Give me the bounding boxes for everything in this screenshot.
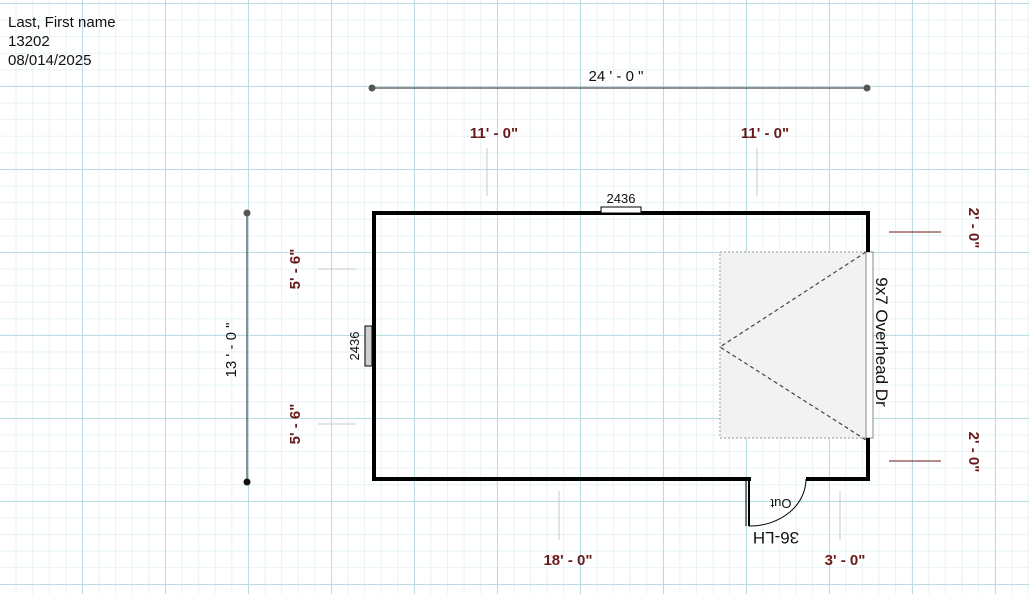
left-lower-segment-label[interactable]: 5' - 6" — [287, 404, 304, 445]
window-left-symbol — [364, 325, 373, 367]
overall-width-label: 24 ' - 0 " — [589, 68, 644, 85]
overall-depth-endpoint-top — [243, 209, 251, 217]
window-left-label: 2436 — [347, 332, 362, 361]
entry-door-swing-arc — [748, 478, 807, 527]
drawing-header: Last, First name 13202 08/014/2025 — [8, 13, 116, 70]
overhead-door-opening — [865, 251, 874, 439]
right-lower-segment-label[interactable]: 2' - 0" — [965, 432, 982, 473]
bottom-left-segment-label[interactable]: 18' - 0" — [543, 552, 592, 569]
overall-width-dimension[interactable]: 24 ' - 0 " — [368, 68, 871, 92]
overhead-door[interactable]: 9x7 Overhead Dr — [718, 251, 891, 441]
drawing-date: 08/014/2025 — [8, 52, 92, 69]
top-left-segment-label[interactable]: 11' - 0" — [470, 125, 518, 142]
overall-depth-label: 13 ' - 0 " — [223, 323, 240, 378]
overall-width-endpoint-left — [368, 84, 376, 92]
job-number: 13202 — [8, 33, 50, 50]
overall-depth-endpoint-bottom — [243, 478, 251, 486]
window-top-symbol — [600, 206, 642, 214]
overhead-door-swing-lines — [718, 251, 867, 441]
window-top-label: 2436 — [607, 191, 636, 206]
entry-door-type-label: 36-LH — [753, 528, 799, 547]
entry-door-swing-label: Out — [770, 496, 791, 511]
window-left[interactable]: 2436 — [347, 325, 373, 367]
top-right-segment-label[interactable]: 11' - 0" — [741, 125, 789, 142]
left-upper-segment-label[interactable]: 5' - 6" — [287, 249, 304, 290]
bottom-right-segment-label[interactable]: 3' - 0" — [825, 552, 866, 569]
overhead-door-label: 9x7 Overhead Dr — [872, 277, 891, 407]
overall-width-endpoint-right — [863, 84, 871, 92]
right-upper-segment-label[interactable]: 2' - 0" — [965, 208, 982, 249]
window-top[interactable]: 2436 — [600, 191, 642, 214]
overall-depth-dimension[interactable]: 13 ' - 0 " — [223, 209, 251, 486]
overhead-door-area — [719, 251, 869, 439]
customer-name: Last, First name — [8, 14, 116, 31]
entry-door[interactable]: Out 36-LH — [745, 478, 807, 547]
